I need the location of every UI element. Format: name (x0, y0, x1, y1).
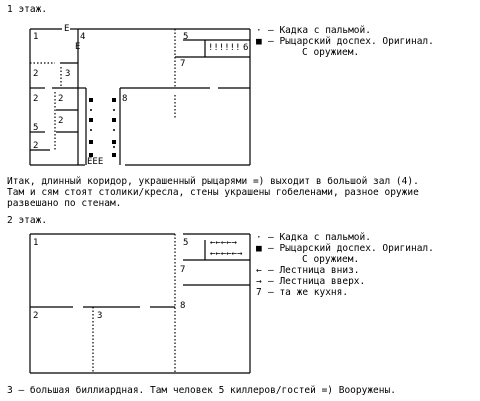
legend-text: – Лестница вниз. (268, 265, 360, 276)
f1-room-label: 5 (183, 32, 188, 42)
legend-text: – Лестница вверх. (268, 276, 366, 287)
f1-room-label: 2 (33, 94, 38, 104)
f1-room-label: 2 (33, 69, 38, 79)
f1-room-label: 1 (33, 32, 38, 42)
f1-room-label: 5 (33, 123, 38, 133)
legend-text: С оружием. (302, 254, 360, 265)
f1-mark: EEE (87, 157, 103, 167)
f2-room-label: 2 (33, 311, 38, 321)
f1-room-label: 3 (65, 69, 70, 79)
floor2-plan (29, 233, 251, 374)
legend-text: – Кадка с пальмой. (268, 232, 371, 243)
floor2-note: 3 – большая биллиардная. Там человек 5 к… (7, 385, 396, 396)
f1-mark: E (75, 42, 80, 52)
f1-bars: !!!!!! (208, 43, 241, 53)
f2-room-label: 8 (180, 301, 185, 311)
f1-room-label: 2 (58, 116, 63, 126)
floor2-title: 2 этаж. (7, 215, 48, 226)
floor1-description: Итак, длинный коридор, украшенный рыцаря… (7, 176, 419, 209)
f1-room-label: 2 (33, 141, 38, 151)
legend-text: – Кадка с пальмой. (268, 25, 371, 36)
legend-sym: ■ (256, 36, 262, 47)
legend-text: – Рыцарский доспех. Оригинал. (268, 243, 434, 254)
f2-room-label: 7 (180, 265, 185, 275)
legend-sym: → (256, 276, 262, 287)
f1-room-label: 8 (122, 94, 127, 104)
f1-room-label: 7 (180, 59, 185, 69)
f2-room-label: 1 (33, 238, 38, 248)
floor1-palm-markers (90, 109, 115, 148)
f2-stairs-up: ←←←←←→ (210, 249, 243, 259)
f2-room-label: 5 (183, 238, 188, 248)
f1-room-label: 2 (58, 94, 63, 104)
f1-mark: E (64, 24, 69, 34)
floor1-armor-markers (89, 98, 116, 157)
legend-sym: ■ (256, 243, 262, 254)
legend-sym: 7 (256, 287, 262, 298)
legend-sym: · (256, 232, 262, 243)
legend-text: С оружием. (302, 47, 360, 58)
legend-sym: ← (256, 265, 262, 276)
legend-sym: · (256, 25, 262, 36)
legend-text: – Рыцарский доспех. Оригинал. (268, 36, 434, 47)
legend-text: – та же кухня. (268, 287, 349, 298)
floor1-plan (29, 28, 251, 166)
f2-room-label: 3 (97, 311, 102, 321)
floor1-title: 1 этаж. (7, 4, 48, 15)
f1-room-label: 4 (80, 32, 85, 42)
f1-room-label: 6 (243, 43, 248, 53)
f2-stairs-down: ←←←←→ (210, 238, 238, 248)
